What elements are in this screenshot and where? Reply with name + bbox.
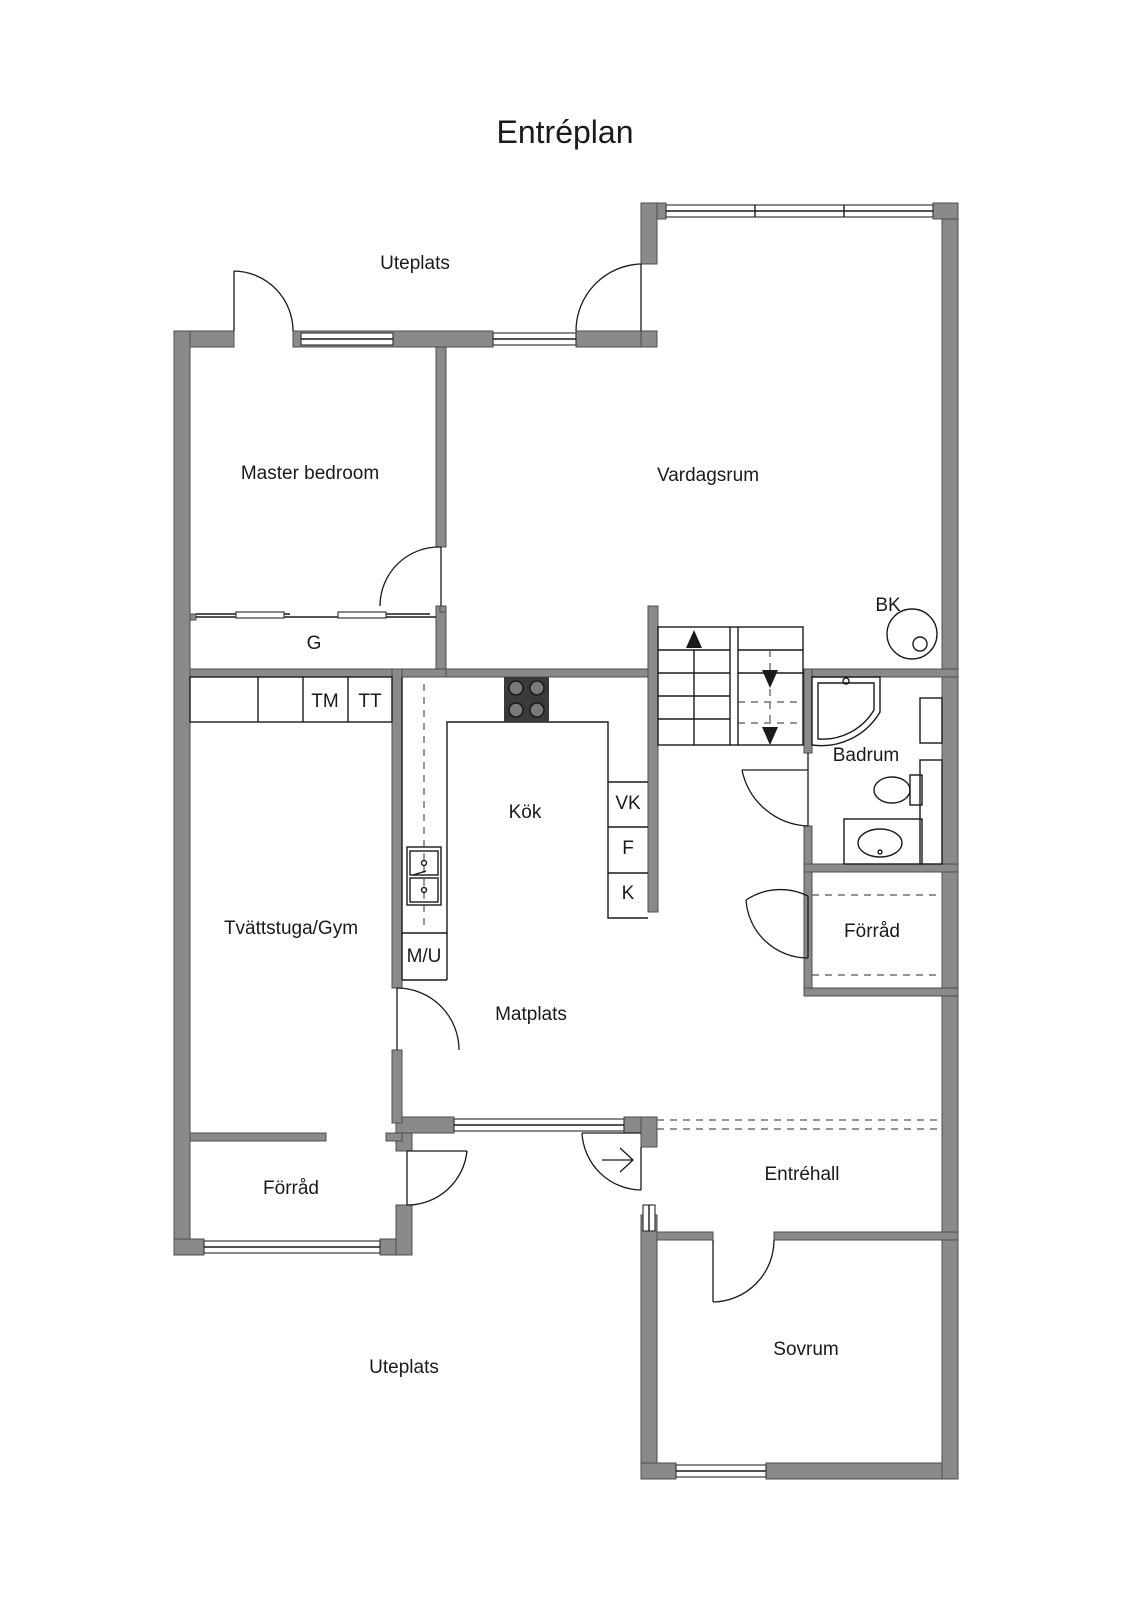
label-forrad-left: Förråd bbox=[263, 1178, 319, 1199]
plan-title: Entréplan bbox=[497, 114, 634, 150]
dashed-lines bbox=[657, 894, 942, 1130]
label-uteplats-bottom: Uteplats bbox=[369, 1357, 439, 1378]
kitchen-counters bbox=[401, 677, 648, 981]
laundry-counter bbox=[189, 676, 393, 723]
label-mu: M/U bbox=[407, 946, 442, 967]
boiler-icon bbox=[886, 608, 938, 660]
washbasin-icon bbox=[843, 818, 923, 865]
label-kok: Kök bbox=[509, 802, 542, 823]
label-entrehall: Entréhall bbox=[765, 1164, 840, 1185]
shower-icon bbox=[811, 676, 881, 747]
label-tm: TM bbox=[311, 691, 338, 712]
label-tt: TT bbox=[358, 691, 382, 712]
staircase bbox=[657, 626, 804, 746]
stair-up-arrow-icon bbox=[686, 630, 702, 648]
stove-icon bbox=[504, 677, 549, 722]
stair-down-arrow-icon bbox=[762, 670, 778, 688]
label-uteplats-top: Uteplats bbox=[380, 253, 450, 274]
windows bbox=[203, 204, 934, 1478]
label-sovrum: Sovrum bbox=[773, 1339, 838, 1360]
label-bk: BK bbox=[875, 595, 901, 616]
doors bbox=[233, 263, 809, 1303]
wardrobe bbox=[196, 611, 436, 619]
room-labels: Uteplats Master bedroom Vardagsrum BK G … bbox=[224, 253, 901, 1378]
label-matplats: Matplats bbox=[495, 1004, 567, 1025]
label-k: K bbox=[622, 883, 635, 904]
label-vk: VK bbox=[615, 793, 641, 814]
label-master-bedroom: Master bedroom bbox=[241, 463, 379, 484]
toilet-icon bbox=[873, 774, 923, 806]
exterior-walls bbox=[173, 202, 959, 1480]
label-tvattstuga: Tvättstuga/Gym bbox=[224, 918, 358, 939]
stair-down-arrow-icon-2 bbox=[762, 727, 778, 745]
kitchen-sink-icon bbox=[406, 846, 442, 906]
label-badrum: Badrum bbox=[833, 745, 900, 766]
label-f: F bbox=[622, 838, 634, 859]
label-forrad-right: Förråd bbox=[844, 921, 900, 942]
bathroom-fixtures bbox=[811, 676, 943, 865]
label-vardagsrum: Vardagsrum bbox=[657, 465, 759, 486]
label-g: G bbox=[307, 633, 322, 654]
